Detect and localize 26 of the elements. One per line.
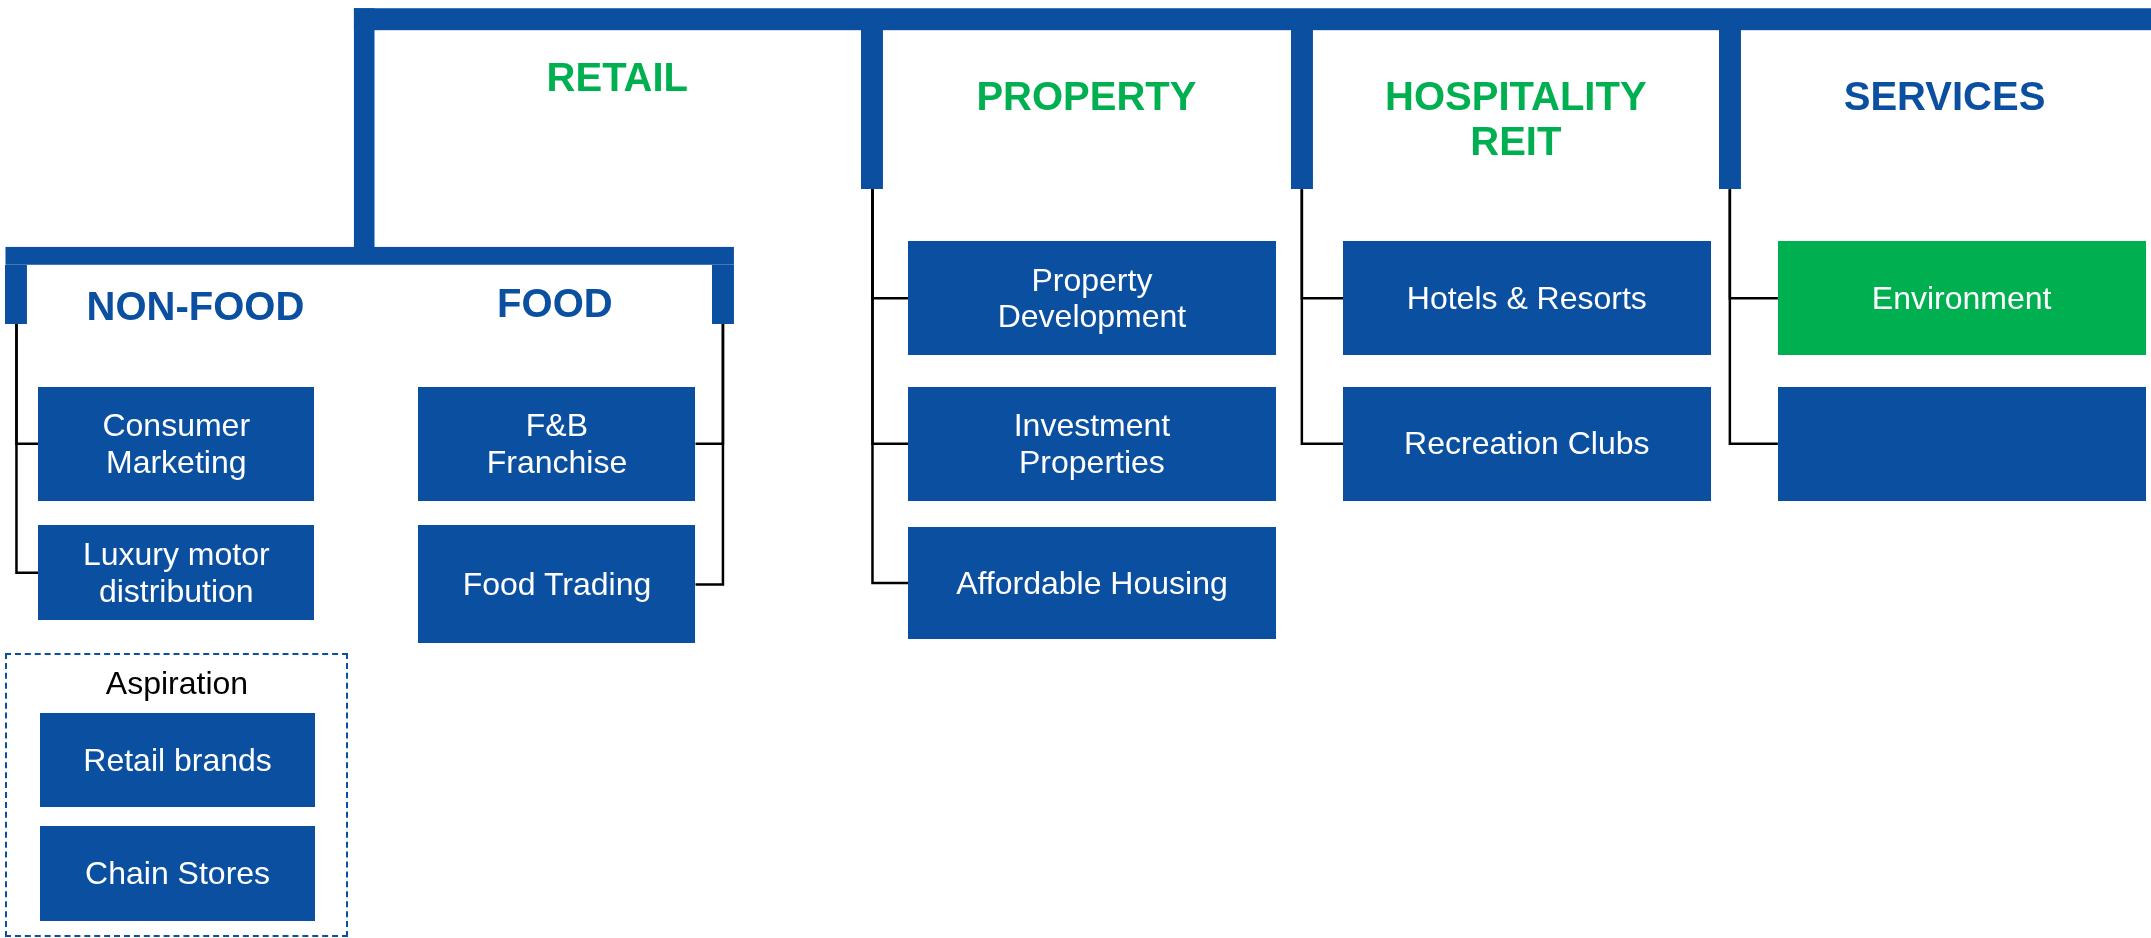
unit-box: Recreation Clubs (1343, 386, 1711, 501)
section-heading: HOSPITALITY REIT (1384, 74, 1648, 164)
connector-line (15, 323, 39, 574)
group-label: Aspiration (104, 664, 250, 702)
unit-box: Affordable Housing (908, 526, 1276, 640)
unit-box: Chain Stores (40, 826, 315, 922)
section-heading: RETAIL (545, 54, 690, 100)
section-heading: NON-FOOD (85, 283, 306, 329)
connector-line (1300, 189, 1343, 446)
unit-box: Luxury motor distribution (38, 525, 315, 621)
blank-unit-box (1777, 386, 2146, 501)
section-heading: SERVICES (1842, 74, 2047, 119)
unit-box: Retail brands (40, 712, 315, 808)
unit-box: Consumer Marketing (38, 386, 315, 501)
unit-box: F&B Franchise (418, 386, 696, 501)
connector-line (871, 189, 909, 585)
section-heading: PROPERTY (975, 74, 1198, 119)
aspiration-group (5, 652, 349, 937)
unit-box: Investment Properties (908, 386, 1276, 501)
unit-box: Environment (1777, 241, 2146, 356)
section-heading: FOOD (496, 281, 614, 326)
unit-box: Property Development (908, 241, 1276, 356)
connector-line (1728, 189, 1778, 446)
connector-line (695, 323, 725, 586)
unit-box: Food Trading (418, 525, 696, 644)
unit-box: Hotels & Resorts (1343, 241, 1711, 356)
